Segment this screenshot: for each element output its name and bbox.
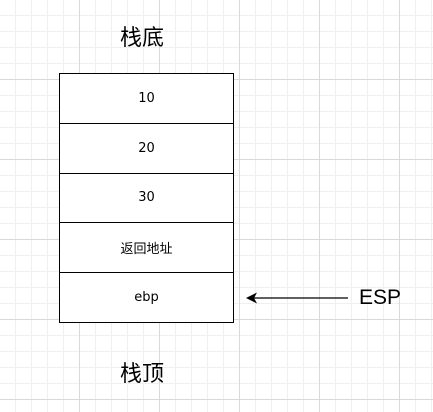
stack-cell: 返回地址 <box>60 222 233 273</box>
arrow-head <box>246 292 257 304</box>
stack-bottom-label: 栈底 <box>120 26 165 51</box>
stack-cell-ebp: ebp <box>60 272 233 322</box>
stack-cell: 20 <box>60 122 233 173</box>
esp-pointer-arrow-icon <box>246 292 348 304</box>
stack-cell: 10 <box>60 74 233 123</box>
stack-cell: 30 <box>60 172 233 223</box>
esp-label: ESP <box>359 286 402 309</box>
stack-top-label: 栈顶 <box>120 362 165 387</box>
stack-diagram: 10 20 30 返回地址 ebp <box>59 73 234 323</box>
